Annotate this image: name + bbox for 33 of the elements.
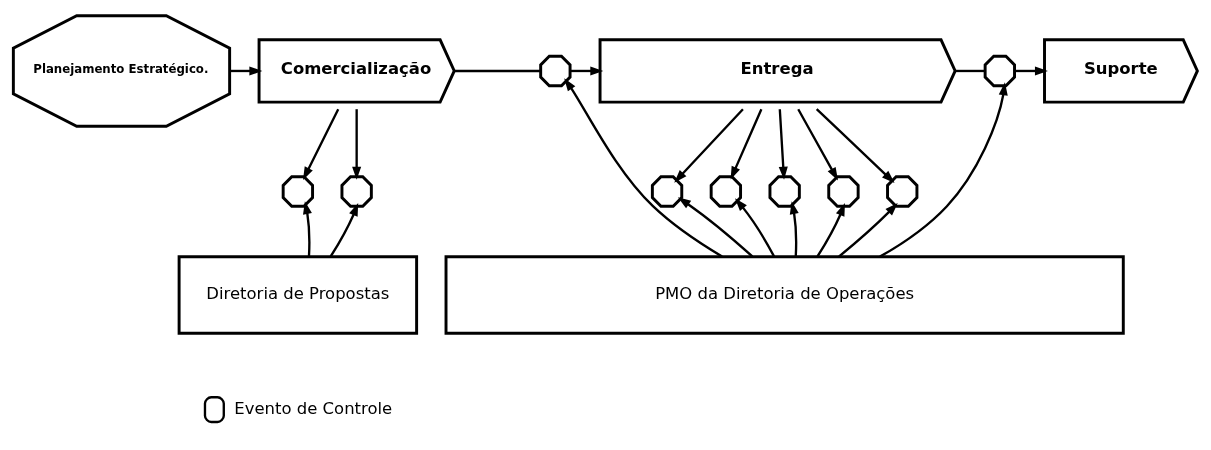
node-octagon [650,175,684,208]
arrow [303,201,312,257]
arrow [329,203,359,258]
arrow [564,78,723,258]
arrow [815,108,895,184]
node-octagon [340,175,373,208]
arrow [352,109,362,180]
connector [955,69,985,73]
arrow [778,109,788,180]
node-box: PMO da Diretoria de Operações [444,255,1125,335]
node-octagon [281,175,315,208]
connector [454,69,541,73]
arrow [879,82,1008,258]
node-box: Diretoria de Propostas [177,255,419,335]
arrow [1014,66,1048,76]
arrow [797,108,838,181]
arrow [735,198,776,257]
legend-label: Evento de Controle [234,398,393,418]
arrow [570,66,604,76]
node-octagon [709,175,743,208]
node-octagon [768,175,801,208]
arrow [789,201,799,257]
node-octagon [827,175,860,208]
node-octagon [539,54,572,88]
arrow [677,197,754,258]
arrow [674,108,744,183]
node-octagon [886,175,919,208]
arrow [816,203,845,258]
node-octagon [983,54,1016,88]
arrow [229,66,263,76]
arrow [730,108,763,180]
arrow [838,202,898,258]
arrow [303,108,340,180]
